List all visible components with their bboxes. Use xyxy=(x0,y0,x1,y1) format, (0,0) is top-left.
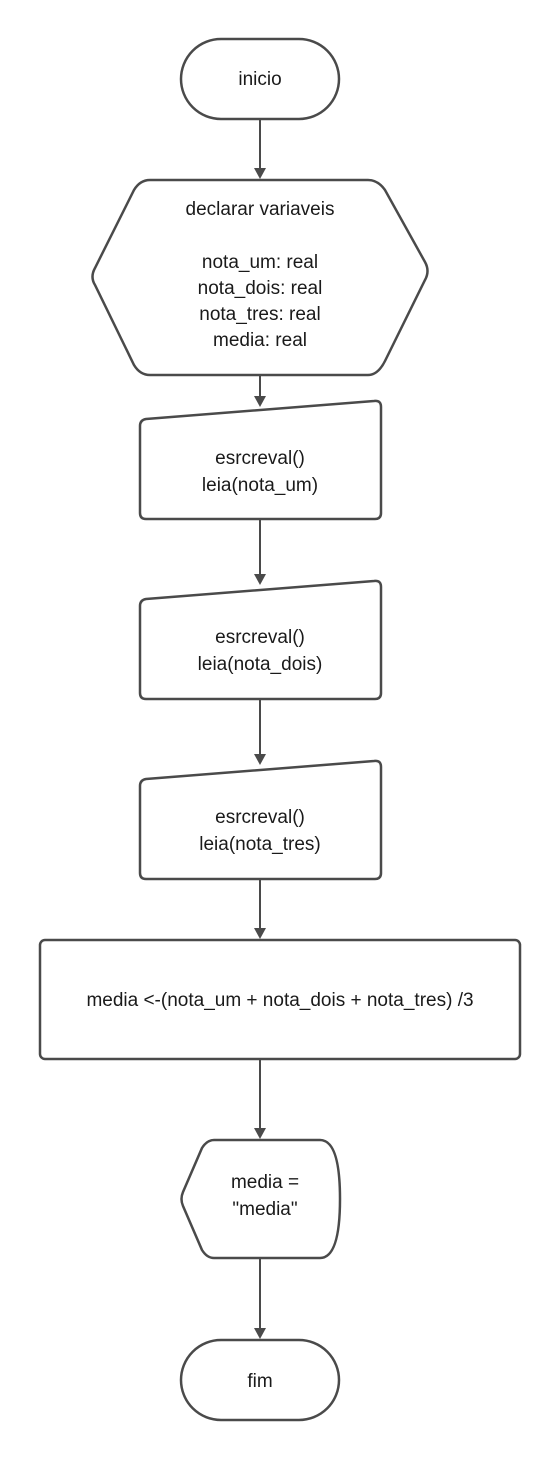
declare-variables-hexagon: declarar variaveis nota_um: real nota_do… xyxy=(91,178,429,377)
input-nota-dois: esrcreval() leia(nota_dois) xyxy=(138,579,383,701)
start-terminator: inicio xyxy=(179,37,341,121)
input-nota-um-line1: esrcreval() xyxy=(215,448,305,469)
declare-var-media: media: real xyxy=(213,330,307,351)
connectors xyxy=(254,119,266,1339)
declare-var-nota-tres: nota_tres: real xyxy=(199,304,320,325)
end-label: fim xyxy=(247,1371,272,1392)
output-line1: media = xyxy=(231,1172,299,1193)
input-nota-tres-line2: leia(nota_tres) xyxy=(199,834,320,855)
connector-input3-process xyxy=(254,879,266,939)
connector-declare-input1 xyxy=(254,376,266,407)
input-nota-tres: esrcreval() leia(nota_tres) xyxy=(138,759,383,881)
input-nota-dois-line1: esrcreval() xyxy=(215,627,305,648)
declare-var-nota-um: nota_um: real xyxy=(202,252,318,273)
input-nota-tres-line1: esrcreval() xyxy=(215,807,305,828)
connector-input1-input2 xyxy=(254,519,266,585)
end-terminator: fim xyxy=(179,1338,341,1422)
process-media-label: media <-(nota_um + nota_dois + nota_tres… xyxy=(86,990,473,1011)
connector-process-output xyxy=(254,1059,266,1139)
input-nota-um: esrcreval() leia(nota_um) xyxy=(138,399,383,521)
input-nota-dois-line2: leia(nota_dois) xyxy=(198,654,323,675)
process-media: media <-(nota_um + nota_dois + nota_tres… xyxy=(38,938,522,1061)
input-nota-um-line2: leia(nota_um) xyxy=(202,475,318,496)
connector-input2-input3 xyxy=(254,699,266,765)
start-label: inicio xyxy=(238,69,281,90)
output-line2: "media" xyxy=(232,1199,297,1220)
declare-title: declarar variaveis xyxy=(186,199,335,220)
output-media-display: media = "media" xyxy=(180,1138,342,1260)
declare-var-nota-dois: nota_dois: real xyxy=(198,278,323,299)
connector-output-end xyxy=(254,1258,266,1339)
connector-start-declare xyxy=(254,119,266,179)
